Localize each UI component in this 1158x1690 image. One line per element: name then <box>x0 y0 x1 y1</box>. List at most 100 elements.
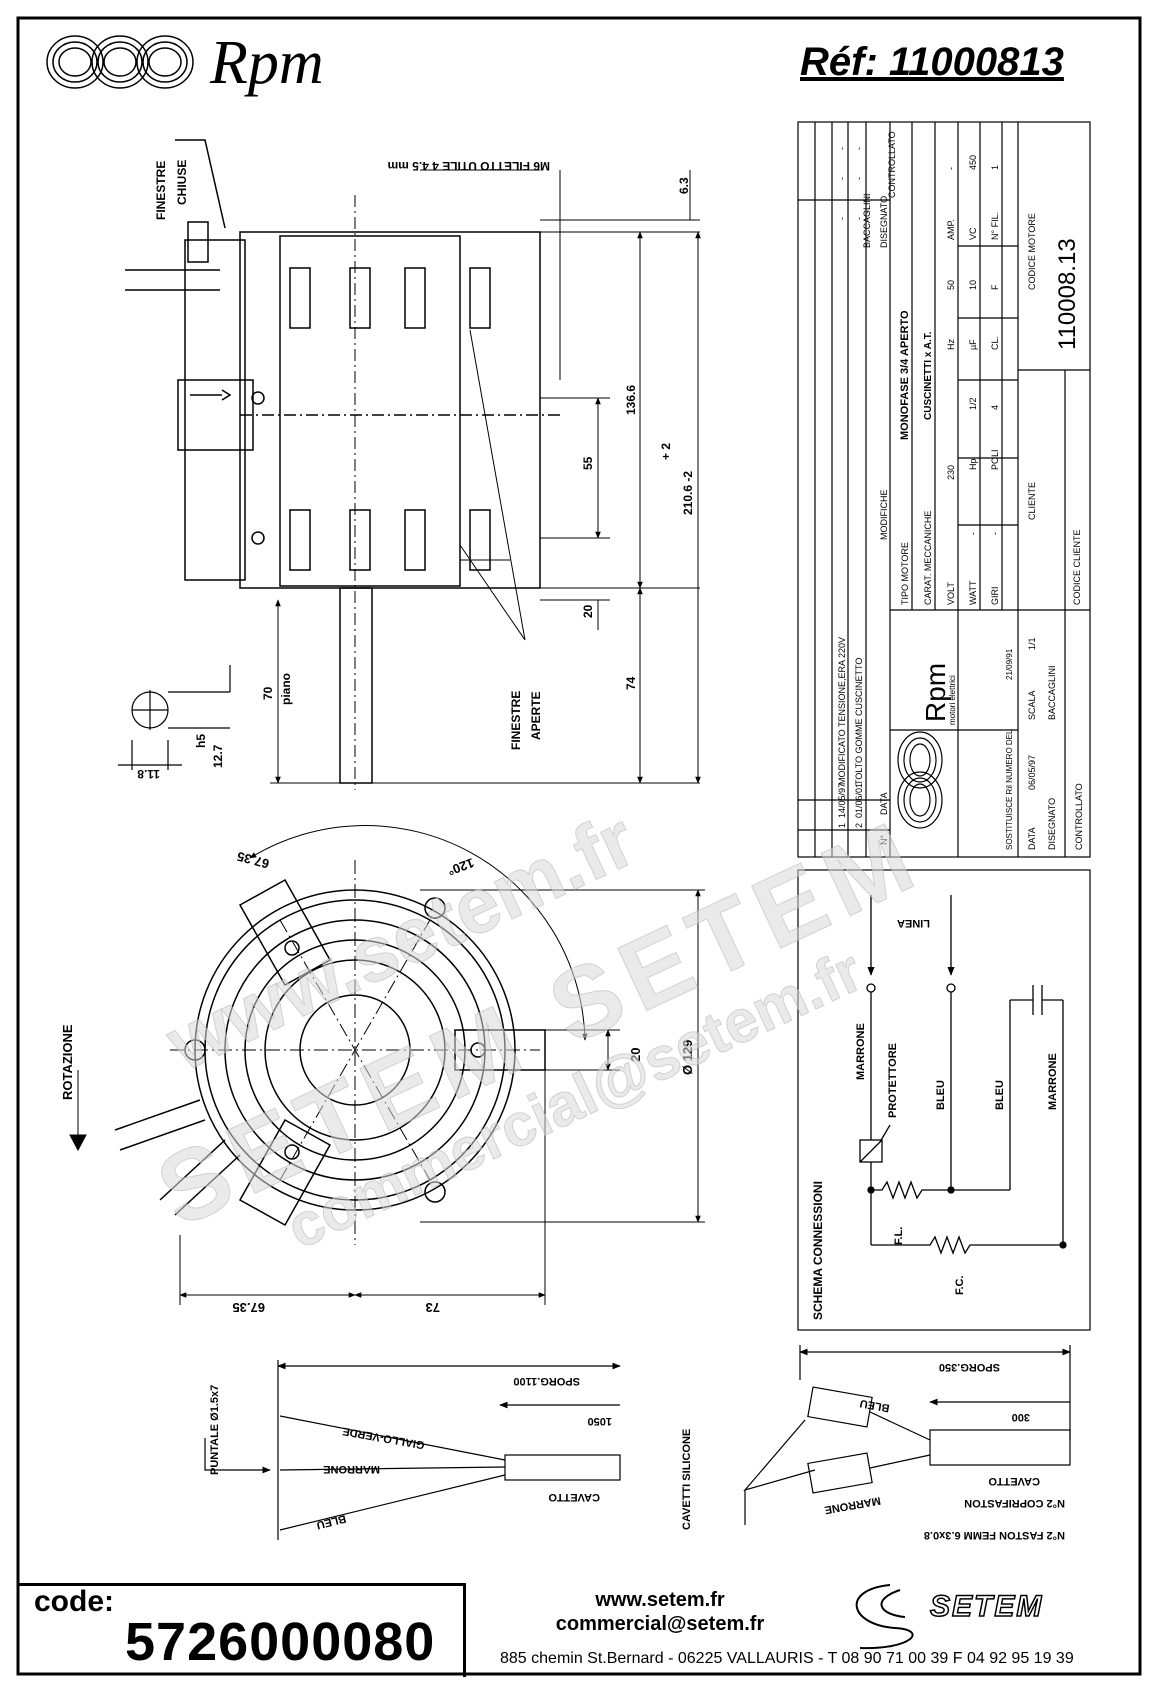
rev-header-no: N° <box>879 835 889 845</box>
spec-hp-label: Hp <box>968 458 978 470</box>
rev-row-1-date: 14/05/97 <box>837 783 847 818</box>
setem-logo-text: SETEM <box>929 1589 1044 1624</box>
dim-20-front: 20 <box>628 1048 643 1062</box>
rev-header-controllato: CONTROLLATO <box>887 131 897 198</box>
wire-marrone-right: MARRONE <box>823 1494 881 1516</box>
dim-70: 70 <box>261 686 275 700</box>
dim-tol: + 2 <box>659 443 673 460</box>
brand-name: Rpm <box>210 29 324 97</box>
dim-12-7: 12.7 <box>211 744 225 768</box>
codice-motore-value: 110008.13 <box>1054 238 1081 350</box>
rotazione-label: ROTAZIONE <box>60 1024 75 1100</box>
sostituisce-label: SOSTITUISCE Ril NUMERO DEL <box>1005 729 1014 850</box>
title-block-text: N° DATA MODIFICHE DISEGNATO BACCAGLINI C… <box>837 131 1084 850</box>
dim-67-35-bottom: 67.35 <box>232 1300 265 1315</box>
rev-row-1-desc: MODIFICATO TENSIONE,ERA 220V <box>837 637 847 785</box>
dim-129: Ø 129 <box>680 1040 695 1075</box>
wire-giallo-verde: GIALLO-VERDE <box>342 1425 426 1451</box>
finestre-aperte-label-2: APERTE <box>529 691 543 740</box>
setem-swoosh-logo <box>855 1584 914 1650</box>
wire-bleu-right: BLEU <box>859 1397 891 1414</box>
spec-volt-value: 230 <box>946 465 956 480</box>
spec-vc-label: VC <box>968 227 978 240</box>
sporg-1100: SPORG.1100 <box>513 1375 580 1387</box>
company-name: Rpm <box>920 663 951 722</box>
scala-label: SCALA <box>1027 690 1037 720</box>
disegnato-value: BACCAGLINI <box>1047 665 1057 720</box>
cavetti-silicone: CAVETTI SILICONE <box>681 1429 693 1530</box>
company-address: 885 chemin St.Bernard - 06225 VALLAURIS … <box>500 1650 1074 1667</box>
sporg-350: SPORG.350 <box>939 1361 1000 1373</box>
wire-bleu-left: BLEU <box>315 1512 347 1531</box>
spec-hz-label: Hz <box>946 339 956 350</box>
dim-6-3: 6.3 <box>677 177 691 194</box>
left-cable-labels: SPORG.1100 1050 PUNTALE Ø1.5x7 GIALLO-VE… <box>209 1375 693 1531</box>
spec-cl-label: CL. <box>990 336 1000 350</box>
dim-20-side: 20 <box>581 604 595 618</box>
cliente-label: CLIENTE <box>1027 482 1037 520</box>
spec-poli-label: POLI <box>990 449 1000 470</box>
carat-value: CUSCINETTI x A.T. <box>923 331 934 420</box>
dim-210-6: 210.6 -2 <box>681 471 695 515</box>
left-cable-drawing <box>204 1360 621 1540</box>
bleu-2-label: BLEU <box>994 1080 1006 1110</box>
data-value: 06/05/97 <box>1027 755 1037 790</box>
fc-label: F.C. <box>954 1275 966 1295</box>
rev-row-2-c3: - <box>854 147 864 150</box>
sheet-border <box>16 16 1142 1676</box>
dim-73: 73 <box>426 1300 440 1315</box>
cavetto-left: CAVETTO <box>548 1491 600 1503</box>
rev-header-baccaglini: BACCAGLINI <box>862 193 872 248</box>
thread-note: M6 FILETTO UTILE 4 4.5 mm <box>388 159 550 173</box>
spec-watt-label: WATT <box>968 580 978 605</box>
side-view-dimensions <box>270 169 701 784</box>
marrone-2-label: MARRONE <box>1047 1053 1059 1110</box>
wire-marrone-left: MARRONE <box>323 1463 380 1475</box>
tipo-motore-label: TIPO MOTORE <box>900 542 910 605</box>
spec-hz-value: 50 <box>946 280 956 290</box>
scala-value: 1/1 <box>1027 637 1037 650</box>
finestre-aperte-label: FINESTRE <box>509 691 523 750</box>
dim-74: 74 <box>624 676 638 690</box>
spec-nfil-label: N° FIL. <box>990 212 1000 240</box>
protettore-label: PROTETTORE <box>887 1043 899 1118</box>
rev-row-2-date: 01/06/01 <box>854 783 864 818</box>
front-view-dimensions <box>69 889 705 1305</box>
spec-amp-label: AMP. <box>946 219 956 240</box>
wiring-schema-labels: SCHEMA CONNESSIONI LINEA MARRONE PROTETT… <box>811 917 1059 1320</box>
spec-uf-value: 10 <box>968 280 978 290</box>
dim-1050: 1050 <box>588 1415 612 1427</box>
schema-title: SCHEMA CONNESSIONI <box>811 1181 825 1320</box>
spec-giri-value: - <box>990 532 1000 535</box>
title-block-grid <box>797 121 1091 1331</box>
shaft-section <box>118 665 231 770</box>
spec-uf-label: µF <box>968 339 978 350</box>
carat-label: CARAT. MECCANICHE <box>923 511 933 605</box>
disegnato-label: DISEGNATO <box>1047 798 1057 850</box>
rev-row-2-desc: TOLTO GOMME CUSCINETTO <box>854 658 864 785</box>
spec-vc-value: 450 <box>968 155 978 170</box>
spec-giri-label: GIRI <box>990 586 1000 605</box>
code-label: code: <box>34 1585 115 1618</box>
side-view-labels: FINESTRE CHIUSE M6 FILETTO UTILE 4 4.5 m… <box>137 159 695 781</box>
dim-67-35-top: 67.35 <box>235 849 270 872</box>
right-cable-labels: SPORG.350 300 BLEU MARRONE CAVETTO N°2 C… <box>823 1361 1065 1541</box>
rev-row-2-no: 2 <box>854 823 864 828</box>
rev-row-2-c1: - <box>854 217 864 220</box>
faston-note: N°2 FASTON FEMM 6.3x0.8 <box>924 1529 1065 1541</box>
sostituisce-value: 21/09/91 <box>1005 648 1014 680</box>
dim-55: 55 <box>581 456 595 470</box>
codice-cliente-label: CODICE CLIENTE <box>1072 529 1082 605</box>
website-link[interactable]: www.setem.fr <box>595 1589 725 1611</box>
puntale-label: PUNTALE Ø1.5x7 <box>209 1385 221 1475</box>
rev-header-data: DATA <box>879 792 889 815</box>
reference-number: Réf: 11000813 <box>800 40 1064 84</box>
rev-row-1-c3: - <box>837 147 847 150</box>
contact-block: www.setem.fr commercial@setem.fr <box>510 1588 810 1636</box>
spec-amp-value: - <box>946 167 956 170</box>
email-link[interactable]: commercial@setem.fr <box>555 1613 765 1635</box>
bleu-1-label: BLEU <box>935 1080 947 1110</box>
marrone-1-label: MARRONE <box>855 1023 867 1080</box>
